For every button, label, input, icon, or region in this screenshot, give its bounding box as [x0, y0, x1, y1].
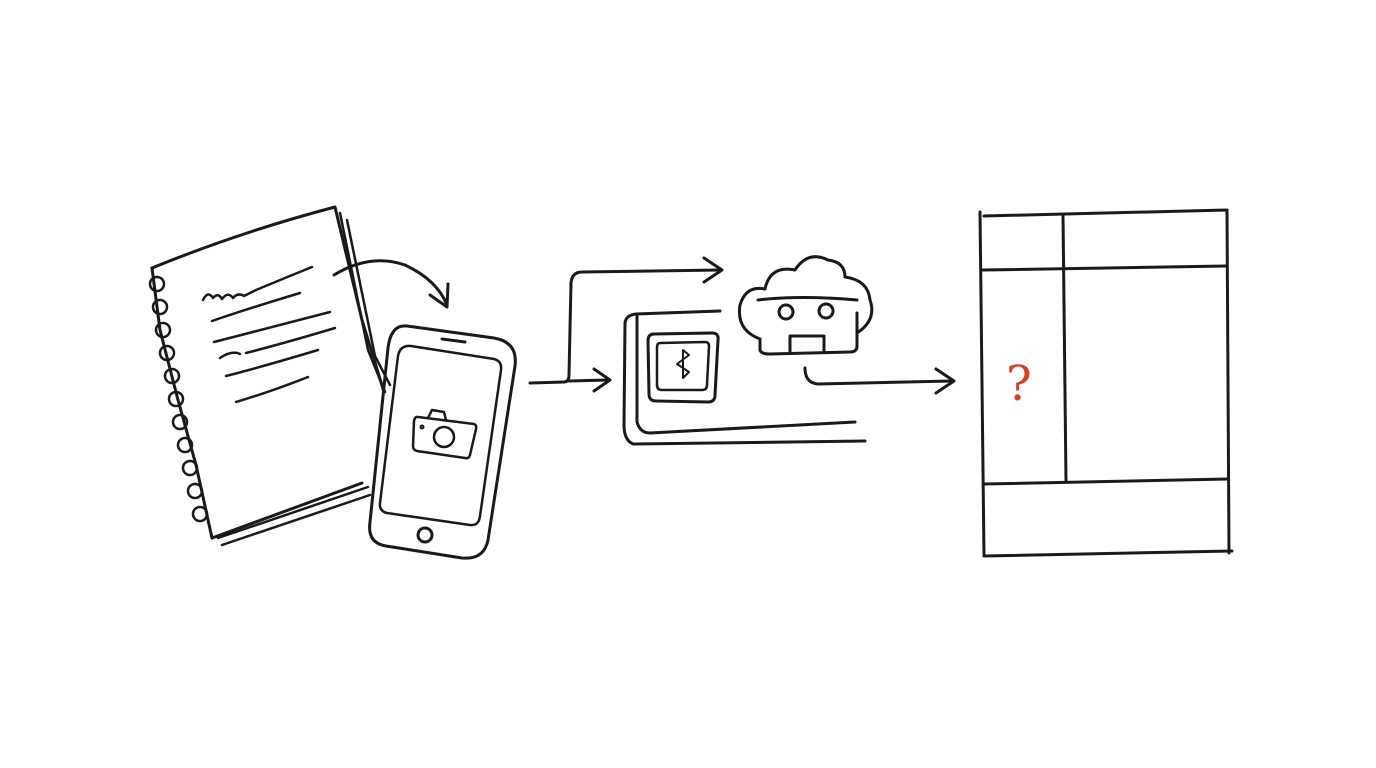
- table-cell-question-mark: ?: [1006, 356, 1032, 412]
- smartphone-camera-icon: [368, 324, 517, 560]
- table-grid-icon: [978, 208, 1234, 558]
- connector-arrows: [528, 256, 724, 393]
- bluetooth-keyboard-icon: [622, 309, 867, 446]
- cloud-robot-icon: [737, 255, 956, 395]
- spiral-notebook-icon: [148, 205, 450, 547]
